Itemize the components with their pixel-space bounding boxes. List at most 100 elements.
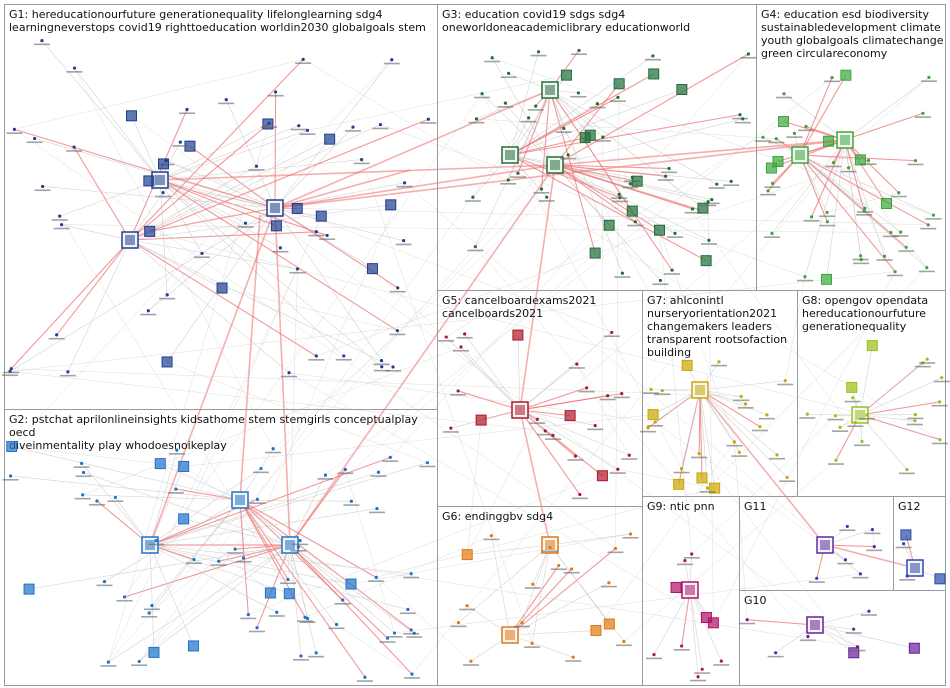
avatar-node-g3[interactable]	[626, 205, 638, 217]
node-g4[interactable]	[774, 137, 778, 141]
node-g5[interactable]	[620, 392, 624, 396]
avatar-node-g3[interactable]	[697, 202, 709, 214]
node-g2[interactable]	[106, 660, 110, 664]
node-g2[interactable]	[363, 675, 367, 679]
avatar-node-g4[interactable]	[840, 69, 852, 81]
node-g10[interactable]	[852, 627, 856, 631]
node-g3[interactable]	[710, 197, 714, 202]
avatar-node-g6[interactable]	[603, 618, 615, 630]
node-g7[interactable]	[739, 394, 743, 399]
node-g5[interactable]	[610, 330, 614, 335]
node-g6[interactable]	[571, 655, 575, 659]
node-g3[interactable]	[536, 50, 541, 54]
node-g2[interactable]	[305, 616, 310, 621]
node-g2[interactable]	[255, 626, 259, 630]
avatar-node-g4[interactable]	[772, 156, 784, 168]
node-g3[interactable]	[480, 92, 484, 96]
avatar-node-g9[interactable]	[670, 581, 682, 593]
node-g7[interactable]	[783, 379, 787, 383]
node-g1[interactable]	[342, 354, 346, 358]
node-g2[interactable]	[154, 539, 158, 543]
node-g3[interactable]	[473, 245, 477, 249]
node-g7[interactable]	[775, 453, 779, 457]
node-g3[interactable]	[601, 135, 605, 139]
avatar-node-g3[interactable]	[648, 68, 660, 80]
node-g5[interactable]	[449, 426, 453, 430]
node-g6[interactable]	[489, 534, 494, 538]
node-g2[interactable]	[122, 595, 127, 599]
avatar-node-g12[interactable]	[900, 529, 912, 541]
node-g2[interactable]	[233, 547, 237, 551]
node-g3[interactable]	[707, 238, 711, 242]
node-g2[interactable]	[341, 598, 345, 602]
node-g3[interactable]	[691, 207, 695, 211]
node-g2[interactable]	[271, 447, 275, 451]
node-g6[interactable]	[613, 546, 618, 551]
node-g3[interactable]	[503, 101, 508, 105]
node-g10[interactable]	[806, 634, 810, 639]
avatar-node-g1[interactable]	[270, 220, 282, 232]
node-g2[interactable]	[425, 461, 430, 465]
node-g2[interactable]	[81, 493, 85, 497]
node-g1[interactable]	[72, 66, 77, 70]
node-g8[interactable]	[913, 419, 917, 423]
node-g2[interactable]	[102, 579, 107, 584]
node-g6[interactable]	[531, 582, 535, 586]
avatar-node-g4[interactable]	[881, 197, 893, 209]
node-g8[interactable]	[905, 468, 909, 472]
node-g1[interactable]	[66, 370, 70, 374]
node-g7[interactable]	[660, 388, 664, 393]
node-g1[interactable]	[379, 359, 384, 363]
node-g1[interactable]	[278, 246, 282, 250]
node-g6[interactable]	[569, 567, 574, 571]
avatar-node-g3[interactable]	[631, 175, 643, 187]
avatar-node-g6[interactable]	[590, 625, 602, 637]
node-g10[interactable]	[774, 651, 778, 655]
node-g2[interactable]	[296, 545, 300, 549]
node-g8[interactable]	[925, 357, 929, 361]
node-g1[interactable]	[395, 329, 400, 333]
node-g2[interactable]	[409, 628, 413, 632]
node-g8[interactable]	[860, 439, 864, 444]
node-g7[interactable]	[758, 425, 762, 429]
node-g11[interactable]	[843, 558, 848, 562]
node-g3[interactable]	[595, 102, 600, 106]
node-g8[interactable]	[805, 412, 809, 416]
node-g6[interactable]	[607, 581, 611, 585]
node-g7[interactable]	[785, 475, 789, 480]
node-g3[interactable]	[628, 182, 632, 186]
node-g4[interactable]	[925, 266, 929, 270]
avatar-node-g4[interactable]	[778, 116, 790, 128]
node-g3[interactable]	[729, 179, 733, 184]
node-g3[interactable]	[738, 113, 742, 117]
node-g9[interactable]	[683, 558, 687, 563]
node-g1[interactable]	[55, 333, 59, 337]
node-g11[interactable]	[870, 527, 874, 532]
avatar-node-g7[interactable]	[709, 482, 721, 494]
node-g1[interactable]	[314, 230, 318, 234]
node-g2[interactable]	[298, 538, 302, 543]
avatar-node-g1[interactable]	[324, 133, 336, 145]
node-g2[interactable]	[376, 470, 381, 474]
avatar-node-g2[interactable]	[264, 587, 276, 599]
node-g4[interactable]	[761, 135, 765, 139]
avatar-node-g1[interactable]	[125, 110, 137, 122]
node-g4[interactable]	[931, 213, 936, 217]
node-g1[interactable]	[200, 251, 204, 256]
node-g10[interactable]	[855, 645, 860, 649]
node-g8[interactable]	[938, 438, 942, 442]
node-g2[interactable]	[255, 497, 260, 501]
node-g6[interactable]	[548, 545, 552, 550]
node-g9[interactable]	[696, 675, 700, 679]
node-g2[interactable]	[81, 470, 86, 475]
node-g10[interactable]	[867, 609, 871, 613]
avatar-node-g7[interactable]	[681, 359, 693, 371]
node-g7[interactable]	[737, 450, 741, 454]
node-g2[interactable]	[8, 474, 13, 478]
node-g4[interactable]	[782, 92, 786, 96]
node-g3[interactable]	[562, 126, 566, 130]
node-g4[interactable]	[927, 75, 931, 79]
node-g1[interactable]	[165, 293, 169, 297]
node-g3[interactable]	[715, 182, 719, 186]
avatar-node-g1[interactable]	[144, 225, 156, 237]
